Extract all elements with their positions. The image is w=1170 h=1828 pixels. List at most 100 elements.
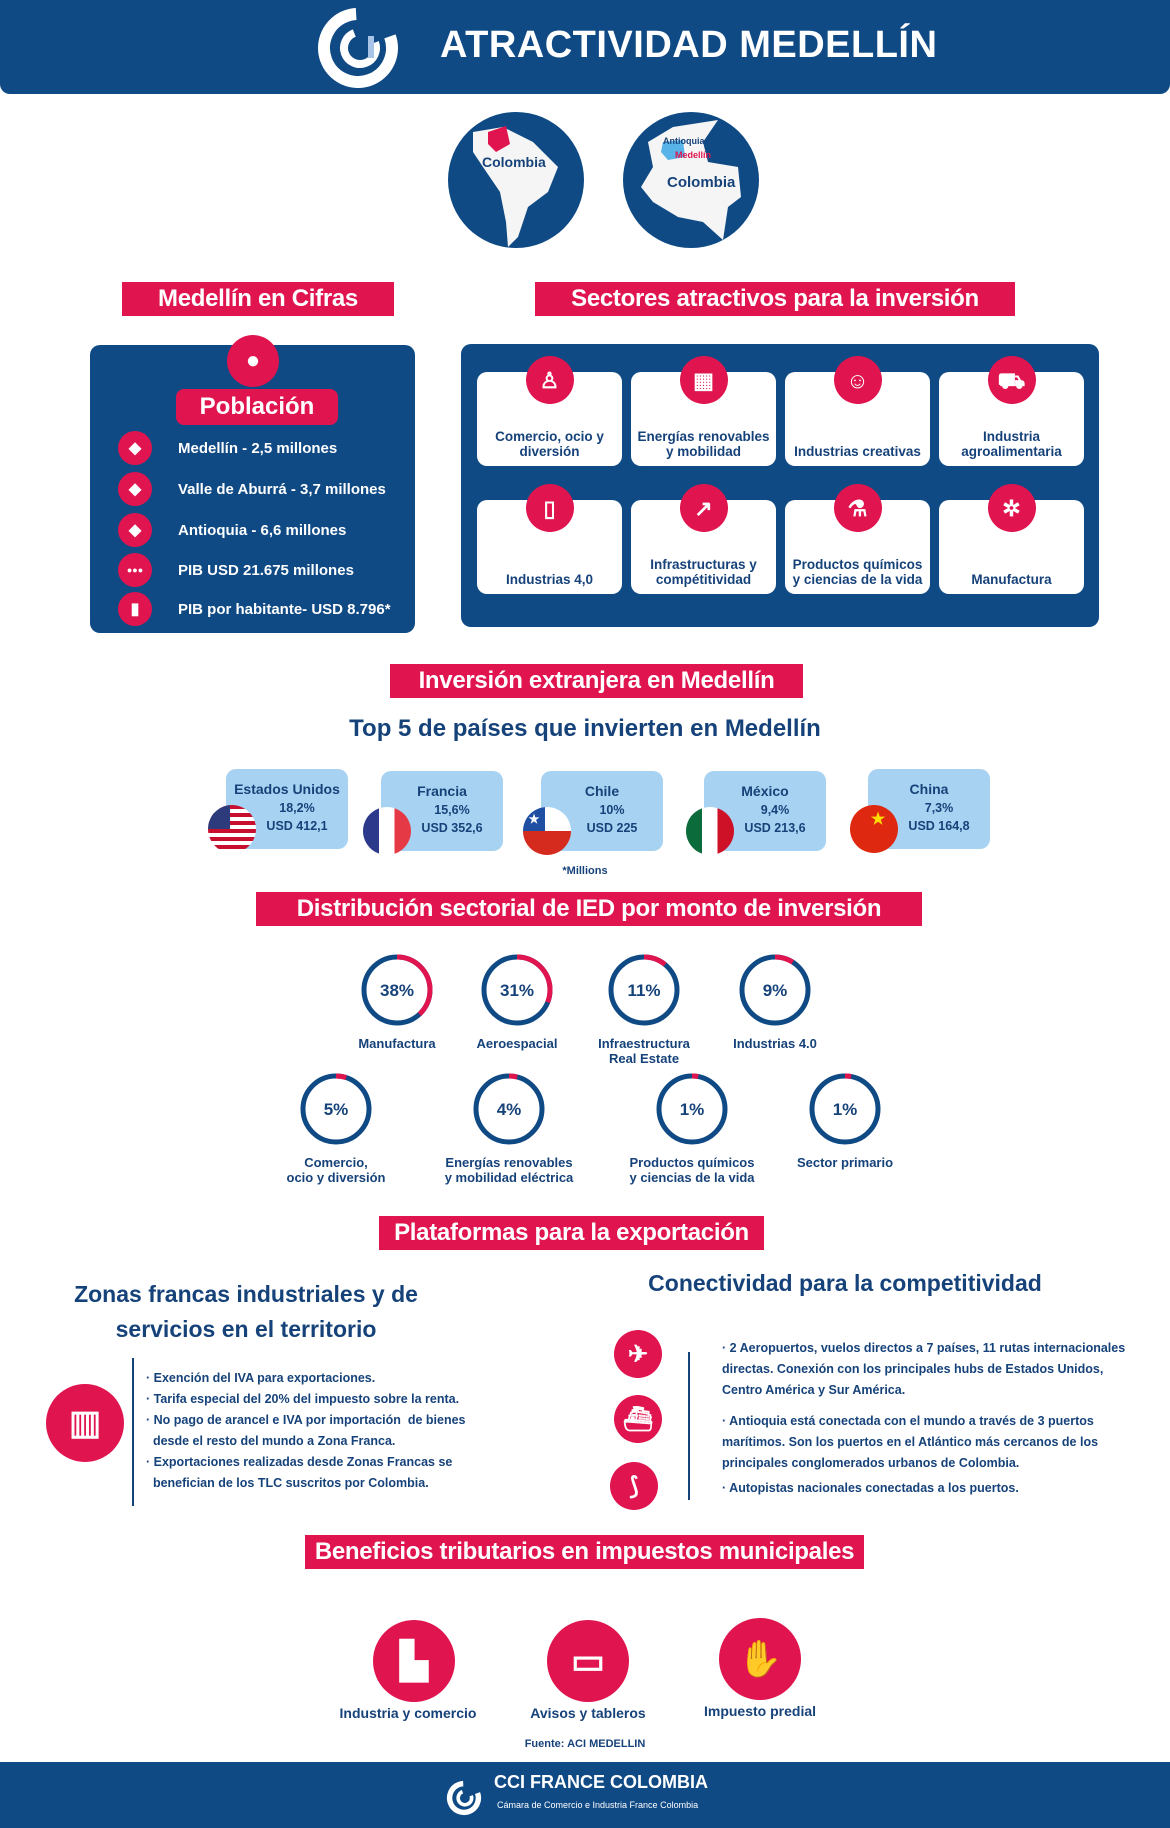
country-pct: 10% xyxy=(599,803,625,817)
bullet: desde el resto del mundo a Zona Franca. xyxy=(146,1434,396,1448)
ring-value-arc xyxy=(656,1073,728,1145)
valle-aburra-map-icon: ◆ xyxy=(118,472,152,506)
ring-category-label: Sector primario xyxy=(760,1155,930,1170)
chile-flag-icon: ★ xyxy=(523,807,571,855)
country-name: China xyxy=(909,781,949,797)
colombia-shape-icon xyxy=(641,120,741,240)
sector-card: ↗Infrastructuras y compétitividad xyxy=(631,484,776,594)
sector-label: Industrias creativas xyxy=(794,444,921,459)
ring-category-label: Aeroespacial xyxy=(432,1036,602,1051)
country-card-france: Francia 15,6% USD 352,6 xyxy=(363,771,503,855)
medellin-label: Medellín xyxy=(675,150,712,160)
ring-value-label: 38% xyxy=(380,981,414,1000)
pop-item-text: PIB por habitante- USD 8.796* xyxy=(178,600,391,618)
millions-note: *Millions xyxy=(562,865,608,877)
country-name: México xyxy=(741,783,789,799)
usa-flag-icon xyxy=(208,805,256,853)
south-america-map: Colombia xyxy=(448,112,584,248)
ring-category-label: Comercio,ocio y diversión xyxy=(251,1155,421,1185)
country-card-chile: Chile 10% USD 225 ★ xyxy=(523,771,663,855)
sectores-section-title: Sectores atractivos para la inversión xyxy=(535,282,1015,316)
beneficio-label: Industria y comercio xyxy=(339,1705,477,1721)
tablet-tightrope-icon: ▭ xyxy=(547,1620,629,1702)
distribucion-section-title: Distribución sectorial de IED por monto … xyxy=(256,892,922,926)
ring-category-label: Industrias 4.0 xyxy=(690,1036,860,1051)
zonas-bullets: · Exención del IVA para exportaciones. ·… xyxy=(146,1368,596,1494)
country-name: Estados Unidos xyxy=(234,781,340,797)
medellin-map-icon: ◆ xyxy=(118,431,152,465)
country-card-usa: Estados Unidos 18,2% USD 412,1 xyxy=(208,769,348,853)
country-usd: USD 352,6 xyxy=(421,821,483,835)
ring-0: 38% xyxy=(361,954,433,1026)
zonas-title-line: servicios en el territorio xyxy=(115,1316,377,1342)
sector-label: Energías renovables y mobilidad xyxy=(637,429,770,459)
page-title: ATRACTIVIDAD MEDELLÍN xyxy=(440,24,938,66)
sector-label: Productos químicos y ciencias de la vida xyxy=(792,557,923,587)
antioquia-label: Antioquia xyxy=(663,136,705,146)
country-pct: 15,6% xyxy=(434,803,470,817)
tractor-icon: ⛟ xyxy=(987,356,1036,404)
theater-masks-icon: ☺ xyxy=(833,356,882,404)
country-usd: USD 412,1 xyxy=(266,819,328,833)
country-usd: USD 225 xyxy=(586,821,638,835)
money-hand-icon: ✋ xyxy=(719,1618,801,1700)
solar-panel-icon: ▦ xyxy=(679,356,728,404)
country-pct: 9,4% xyxy=(760,803,790,817)
ring-category-line: Aeroespacial xyxy=(476,1036,558,1051)
businessman-icon: ♙ xyxy=(525,356,574,404)
ring-value-arc xyxy=(739,954,811,1026)
ring-value-label: 9% xyxy=(763,981,788,1000)
teamwork-circle-icon: ✲ xyxy=(987,484,1036,532)
sector-label: Comercio, ocio y diversión xyxy=(495,429,604,459)
buildings-icon: ▥ xyxy=(46,1384,124,1462)
divider xyxy=(132,1358,134,1506)
country-card-mexico: México 9,4% USD 213,6 xyxy=(686,771,826,855)
china-flag-icon: ★ xyxy=(850,805,898,853)
bullet: benefician de los TLC suscritos por Colo… xyxy=(146,1476,429,1490)
sector-card: ♙ Comercio, ocio y diversión xyxy=(477,356,622,466)
ring-value-arc xyxy=(473,1073,545,1145)
footer-brand: CCI FRANCE COLOMBIA xyxy=(494,1772,708,1792)
ring-value-label: 5% xyxy=(324,1100,349,1119)
conect-bullets: · 2 Aeropuertos, vuelos directos a 7 paí… xyxy=(722,1338,1142,1499)
ring-category-line: ocio y diversión xyxy=(286,1170,386,1185)
south-america-shape-icon xyxy=(473,126,558,247)
beneficio-label: Impuesto predial xyxy=(703,1703,817,1719)
country-usd: USD 164,8 xyxy=(908,819,970,833)
ring-2: 11% xyxy=(608,954,680,1026)
user-icon: ● xyxy=(227,335,279,387)
ring-value-arc xyxy=(300,1073,372,1145)
bullet: · Antioquia está conectada con el mundo … xyxy=(722,1414,1099,1470)
source-note: Fuente: ACI MEDELLIN xyxy=(524,1738,646,1750)
sector-card: ⛟ Industria agroalimentaria xyxy=(939,356,1084,466)
bullet: · No pago de arancel e IVA por importaci… xyxy=(146,1413,466,1427)
bullet: · Autopistas nacionales conectadas a los… xyxy=(722,1481,1019,1495)
tablet-touch-icon: ▯ xyxy=(525,484,574,532)
sector-card: ✲ Manufactura xyxy=(939,484,1084,594)
ring-value-arc xyxy=(608,954,680,1026)
lab-flask-icon: ⚗ xyxy=(833,484,882,532)
ring-5: 4% xyxy=(473,1073,545,1145)
ring-category-line: Sector primario xyxy=(796,1155,894,1170)
sector-label: Industria agroalimentaria xyxy=(961,429,1062,459)
ring-value-label: 31% xyxy=(500,981,534,1000)
bullet: · Exención del IVA para exportaciones. xyxy=(146,1371,376,1385)
footer: CCI FRANCE COLOMBIA Cámara de Comercio e… xyxy=(0,1762,1170,1828)
sector-card: ☺ Industrias creativas xyxy=(785,356,930,466)
ring-value-arc xyxy=(809,1073,881,1145)
zonas-title: Zonas francas industriales y de servicio… xyxy=(40,1277,452,1347)
sector-card: ▦ Energías renovables y mobilidad xyxy=(631,356,776,466)
presentation-chart-icon: ↗ xyxy=(679,484,728,532)
cifras-section-title: Medellín en Cifras xyxy=(122,282,394,316)
sector-card: ⚗ Productos químicos y ciencias de la vid… xyxy=(785,484,930,594)
ring-1: 31% xyxy=(481,954,553,1026)
ring-value-label: 4% xyxy=(497,1100,522,1119)
ring-value-arc xyxy=(481,954,553,1026)
sector-label: Manufactura xyxy=(971,572,1052,587)
bullet: · 2 Aeropuertos, vuelos directos a 7 paí… xyxy=(722,1341,1126,1397)
country-name: Chile xyxy=(584,783,620,799)
pop-item: ◆Valle de Aburrá - 3,7 millones xyxy=(118,472,386,506)
ring-category-line: Manufactura xyxy=(358,1036,436,1051)
